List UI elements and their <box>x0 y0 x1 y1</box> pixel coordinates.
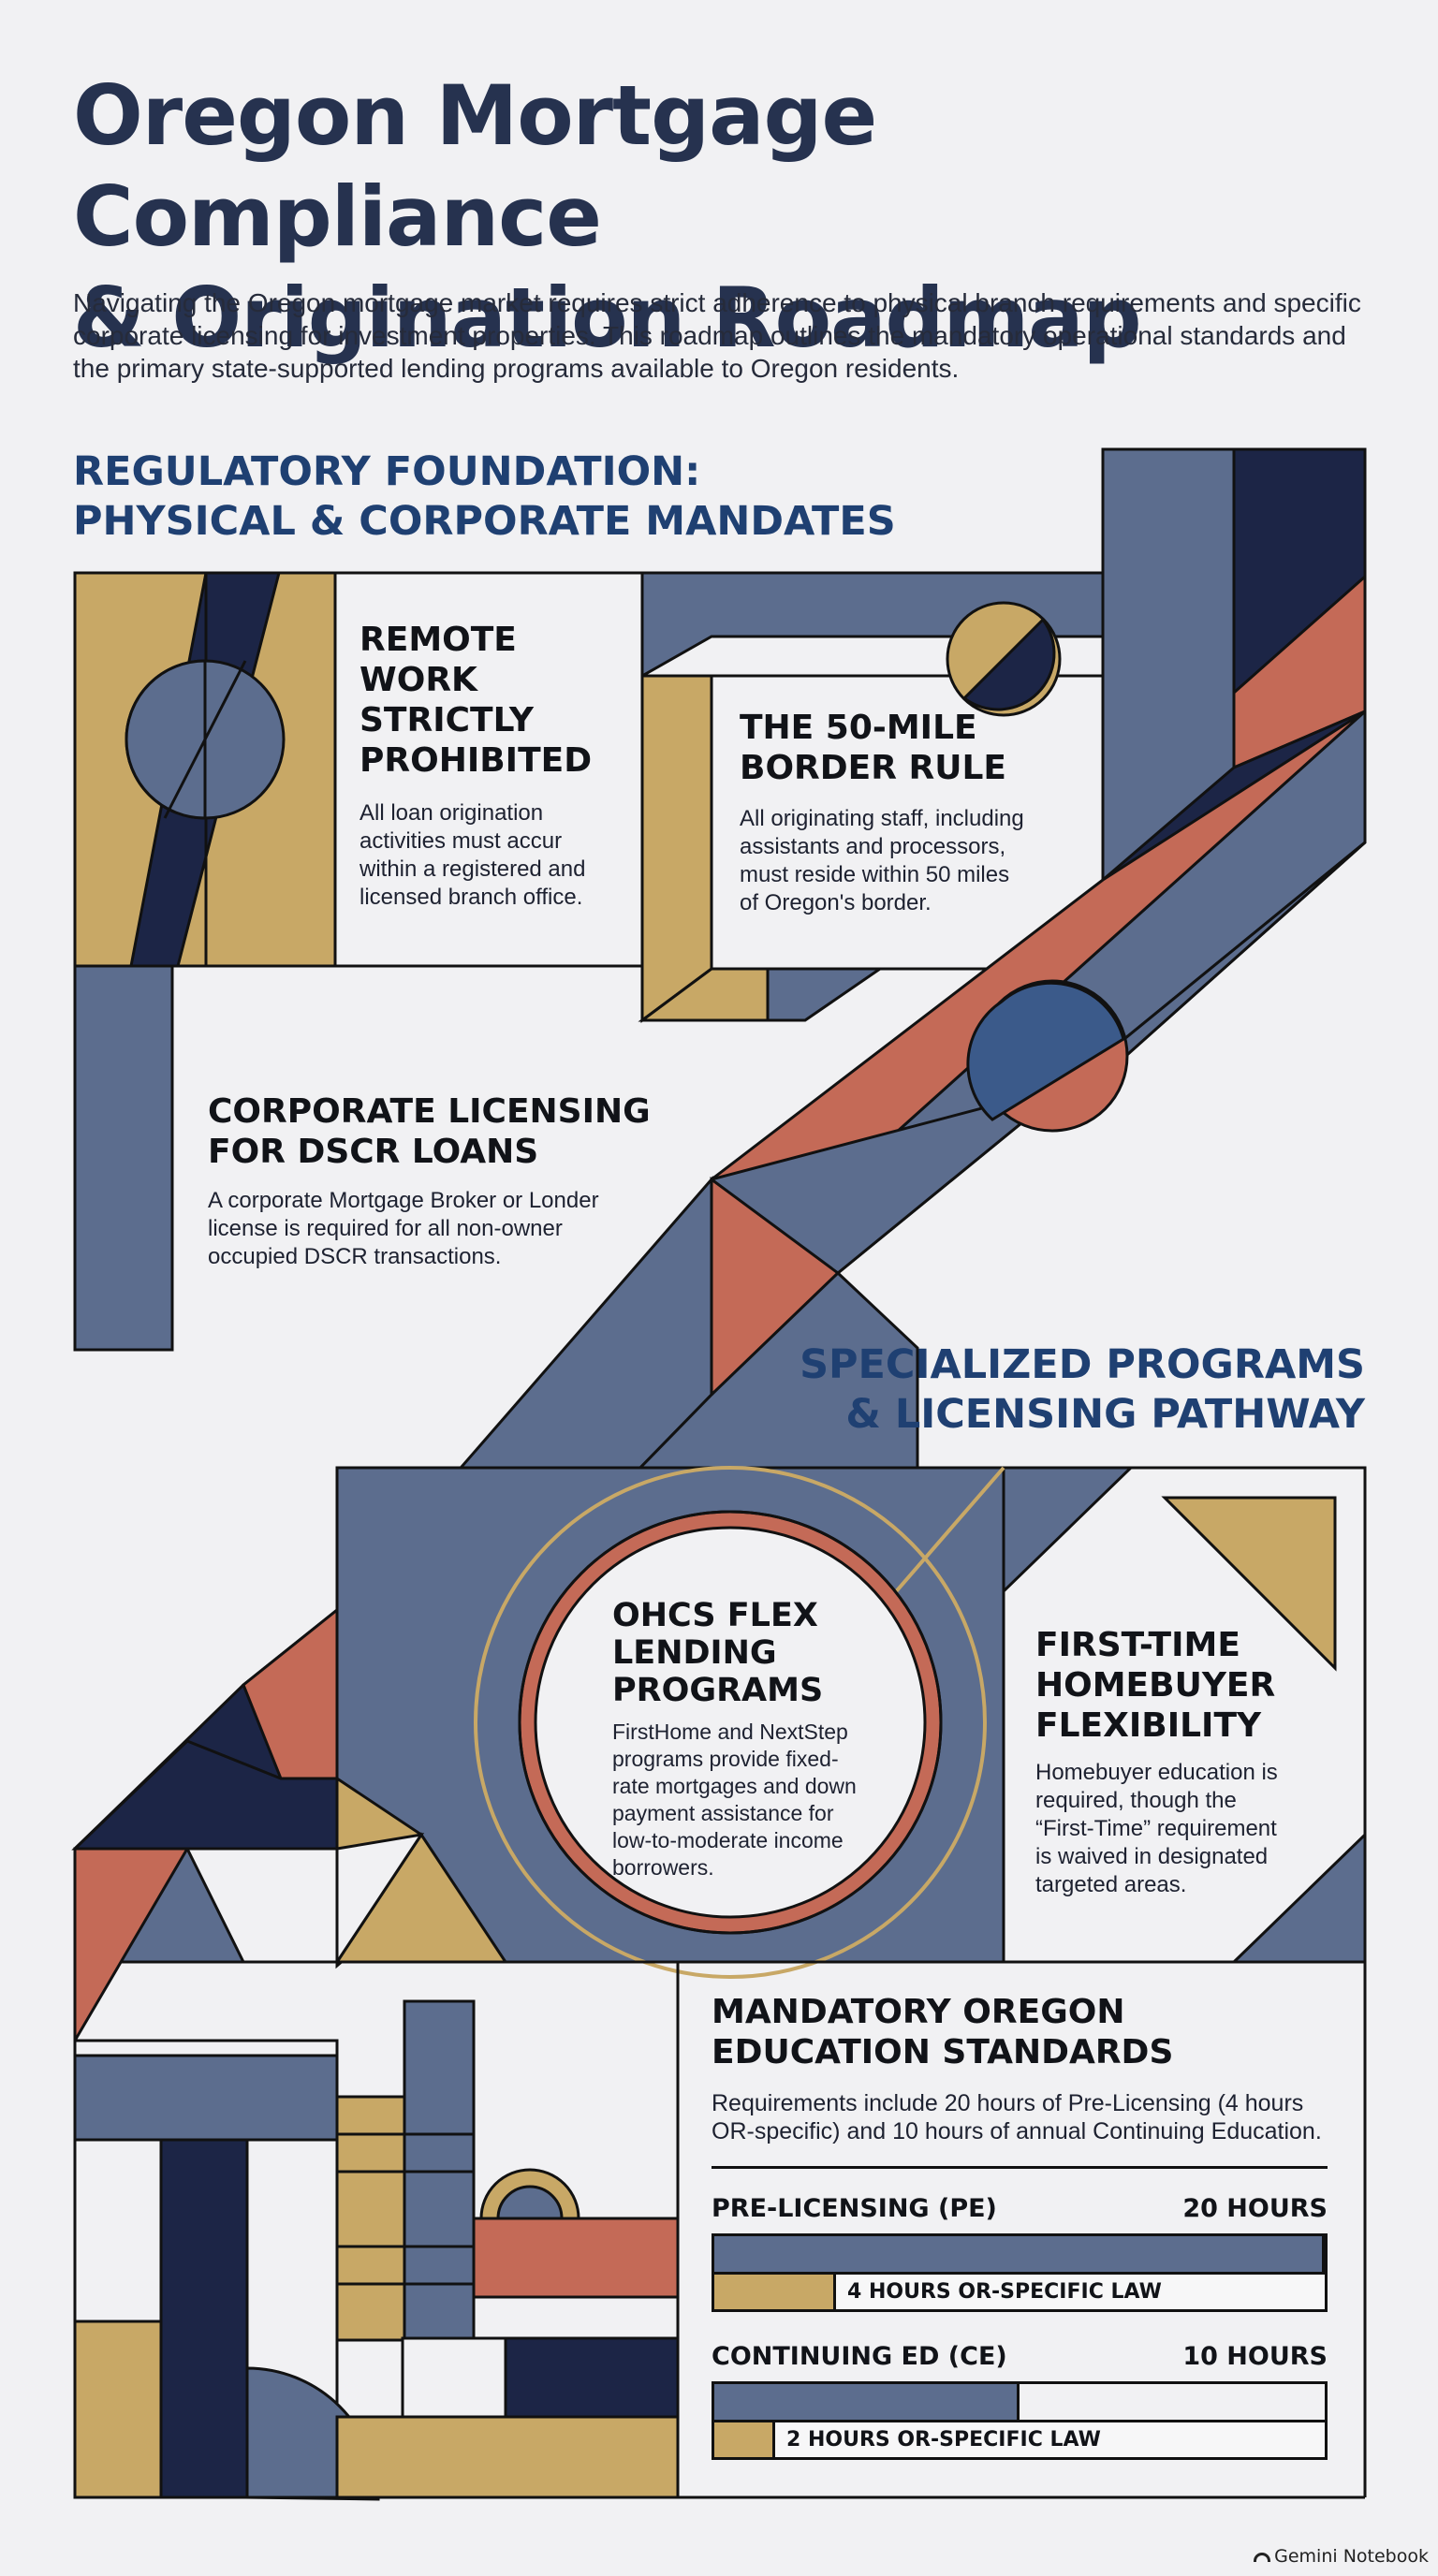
dscr-licensing-card: CORPORATE LICENSING FOR DSCR LOANS A cor… <box>208 1091 657 1271</box>
remote-work-title-line: REMOTE WORK <box>360 621 517 699</box>
ohcs-flex-title-line: OHCS FLEX <box>612 1597 818 1634</box>
notebook-logo-icon <box>1254 2553 1271 2562</box>
first-time-homebuyer-card: FIRST-TIME HOMEBUYER FLEXIBILITY Homebuy… <box>1035 1625 1316 1899</box>
education-row-total: 20 HOURS <box>1182 2194 1328 2223</box>
ohcs-flex-body-line: rate mortgages and down <box>612 1774 857 1798</box>
education-specific-bar-fill <box>714 2275 836 2309</box>
remote-work-title: REMOTE WORK STRICTLY PROHIBITED <box>360 620 640 781</box>
education-specific-bar: 4 HOURS OR-SPECIFIC LAW <box>712 2275 1328 2312</box>
dscr-licensing-body: A corporate Mortgage Broker or Londer li… <box>208 1187 657 1271</box>
border-rule-title-line: THE 50-MILE <box>740 709 977 747</box>
dscr-licensing-body-line: license is required for all non-owner <box>208 1216 563 1241</box>
ohcs-flex-title-line: LENDING <box>612 1634 777 1672</box>
ohcs-flex-body-line: borrowers. <box>612 1855 714 1880</box>
ohcs-flex-body-line: payment assistance for <box>612 1801 834 1825</box>
first-time-homebuyer-body-line: “First-Time” requirement <box>1035 1816 1277 1841</box>
dscr-licensing-title-line: CORPORATE LICENSING <box>208 1092 651 1131</box>
education-standards-body-line: Requirements include 20 hours of Pre-Lic… <box>712 2090 1304 2116</box>
education-standards-title-line: EDUCATION STANDARDS <box>712 2033 1174 2071</box>
remote-work-body-line: within a registered and <box>360 856 586 882</box>
first-time-homebuyer-title-line: HOMEBUYER <box>1035 1666 1276 1705</box>
intro-paragraph: Navigating the Oregon mortgage market re… <box>73 288 1361 383</box>
page-title-line-1: Oregon Mortgage Compliance <box>73 67 877 265</box>
first-time-homebuyer-body-line: required, though the <box>1035 1788 1237 1813</box>
remote-work-body-line: activities must accur <box>360 828 563 854</box>
dscr-licensing-body-line: A corporate Mortgage Broker or Londer <box>208 1188 599 1213</box>
border-rule-body-line: assistants and processors, <box>740 834 1006 859</box>
education-total-bar <box>712 2233 1328 2275</box>
first-time-homebuyer-body-line: Homebuyer education is <box>1035 1760 1278 1785</box>
education-row-label: CONTINUING ED (CE) <box>712 2342 1007 2371</box>
education-total-bar-fill <box>714 2236 1325 2272</box>
remote-work-title-line: PROHIBITED <box>360 741 593 780</box>
education-standards-title: MANDATORY OREGON EDUCATION STANDARDS <box>712 1992 1329 2072</box>
ohcs-flex-body-line: low-to-moderate income <box>612 1828 844 1852</box>
border-rule-title: THE 50-MILE BORDER RULE <box>740 708 1095 788</box>
page-title: Oregon Mortgage Compliance & Origination… <box>73 66 1384 369</box>
ohcs-flex-card: OHCS FLEX LENDING PROGRAMS FirstHome and… <box>612 1597 893 1881</box>
education-total-bar <box>712 2381 1328 2422</box>
education-specific-bar-fill <box>714 2422 775 2457</box>
border-rule-body: All originating staff, including assista… <box>740 805 1095 917</box>
programs-heading: SPECIALIZED PROGRAMS & LICENSING PATHWAY <box>712 1340 1365 1440</box>
education-hours-list: PRE-LICENSING (PE) 20 HOURS 4 HOURS OR-SPE… <box>712 2188 1328 2484</box>
ohcs-flex-body-line: programs provide fixed- <box>612 1747 839 1771</box>
first-time-homebuyer-title-line: FIRST-TIME <box>1035 1626 1240 1664</box>
remote-work-body: All loan origination activities must acc… <box>360 799 640 912</box>
remote-work-body-line: All loan origination <box>360 800 544 826</box>
dscr-licensing-title: CORPORATE LICENSING FOR DSCR LOANS <box>208 1091 657 1172</box>
border-rule-body-line: All originating staff, including <box>740 806 1024 831</box>
education-total-bar-fill <box>714 2384 1020 2420</box>
page-title-line-2: & Origination Roadmap <box>73 270 1142 366</box>
first-time-homebuyer-body-line: targeted areas. <box>1035 1872 1187 1897</box>
ohcs-flex-body: FirstHome and NextStep programs provide … <box>612 1719 893 1881</box>
education-specific-label: 4 HOURS OR-SPECIFIC LAW <box>847 2280 1162 2304</box>
education-row-label: PRE-LICENSING (PE) <box>712 2194 997 2223</box>
dscr-licensing-title-line: FOR DSCR LOANS <box>208 1133 539 1171</box>
remote-work-body-line: licensed branch office. <box>360 885 583 910</box>
first-time-homebuyer-title: FIRST-TIME HOMEBUYER FLEXIBILITY <box>1035 1625 1316 1746</box>
border-rule-title-line: BORDER RULE <box>740 749 1006 787</box>
education-specific-label: 2 HOURS OR-SPECIFIC LAW <box>786 2428 1101 2452</box>
education-standards-body: Requirements include 20 hours of Pre-Lic… <box>712 2089 1329 2145</box>
education-standards-card: MANDATORY OREGON EDUCATION STANDARDS Req… <box>712 1992 1329 2169</box>
border-rule-body-line: of Oregon's border. <box>740 890 932 915</box>
first-time-homebuyer-body: Homebuyer education is required, though … <box>1035 1759 1316 1899</box>
dscr-licensing-body-line: occupied DSCR transactions. <box>208 1244 502 1269</box>
ohcs-flex-title-line: PROGRAMS <box>612 1672 824 1709</box>
education-row-header: PRE-LICENSING (PE) 20 HOURS <box>712 2188 1328 2230</box>
remote-work-card: REMOTE WORK STRICTLY PROHIBITED All loan… <box>360 620 640 912</box>
education-row-total: 10 HOURS <box>1182 2342 1328 2371</box>
education-row: CONTINUING ED (CE) 10 HOURS 2 HOURS OR-SPE… <box>712 2336 1328 2484</box>
programs-heading-line-2: & LICENSING PATHWAY <box>845 1391 1365 1438</box>
education-row-header: CONTINUING ED (CE) 10 HOURS <box>712 2336 1328 2378</box>
ohcs-flex-title: OHCS FLEX LENDING PROGRAMS <box>612 1597 893 1709</box>
regulatory-heading: REGULATORY FOUNDATION: PHYSICAL & CORPOR… <box>73 447 896 547</box>
ohcs-flex-body-line: FirstHome and NextStep <box>612 1720 848 1744</box>
footer-brand: Gemini Notebook <box>1254 2546 1429 2567</box>
education-divider <box>712 2166 1328 2169</box>
border-rule-card: THE 50-MILE BORDER RULE All originating … <box>740 708 1095 917</box>
first-time-homebuyer-body-line: is waived in designated <box>1035 1844 1269 1869</box>
education-standards-title-line: MANDATORY OREGON <box>712 1993 1125 2031</box>
education-specific-bar: 2 HOURS OR-SPECIFIC LAW <box>712 2422 1328 2460</box>
regulatory-heading-line-2: PHYSICAL & CORPORATE MANDATES <box>73 498 896 545</box>
footer-brand-label: Gemini Notebook <box>1274 2546 1429 2567</box>
regulatory-heading-line-1: REGULATORY FOUNDATION: <box>73 448 701 495</box>
remote-work-title-line: STRICTLY <box>360 701 534 739</box>
programs-heading-line-1: SPECIALIZED PROGRAMS <box>800 1341 1365 1388</box>
education-standards-body-line: OR-specific) and 10 hours of annual Cont… <box>712 2118 1322 2144</box>
first-time-homebuyer-title-line: FLEXIBILITY <box>1035 1706 1262 1745</box>
border-rule-body-line: must reside within 50 miles <box>740 862 1010 887</box>
education-row: PRE-LICENSING (PE) 20 HOURS 4 HOURS OR-SPE… <box>712 2188 1328 2336</box>
